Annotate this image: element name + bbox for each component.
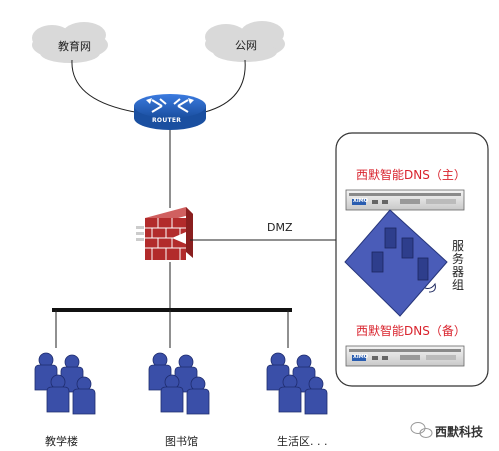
firewall-icon: [136, 207, 193, 260]
client-label-teaching-building: 教学楼: [45, 435, 78, 448]
backup-dns-device-icon: [345, 345, 465, 367]
cloud-public-network: [205, 21, 285, 62]
server-group-char: 务: [451, 252, 464, 266]
server-room-icon: [344, 209, 448, 317]
backup-device-brand: XIMO: [353, 354, 368, 360]
users-teaching-building-icon: [34, 352, 96, 415]
link-education-router: [71, 59, 136, 113]
primary-dns-device-icon: [345, 189, 465, 211]
users-living-area-icon: [266, 352, 328, 415]
router-icon: [134, 94, 206, 130]
watermark-text: 西默科技: [435, 425, 484, 439]
server-group-char: 服: [451, 239, 464, 253]
client-label-library: 图书馆: [165, 435, 198, 448]
cloud-education-network: [32, 22, 108, 63]
wechat-icon: [410, 422, 433, 438]
primary-device-brand: XIMO: [353, 198, 368, 204]
cloud-public-label: 公网: [235, 39, 257, 52]
server-group-char: 组: [451, 278, 464, 292]
dmz-label: DMZ: [267, 221, 293, 234]
server-group-vertical-label: 服 务 器 组: [451, 240, 465, 292]
primary-dns-label: 西默智能DNS（主）: [356, 168, 466, 182]
users-library-icon: [148, 352, 210, 415]
server-group-char: 器: [451, 265, 464, 279]
link-public-router: [204, 59, 246, 113]
client-label-living-area: 生活区. . .: [277, 435, 328, 448]
router-label: ROUTER: [152, 117, 182, 124]
cloud-education-label: 教育网: [58, 40, 91, 53]
backup-dns-label: 西默智能DNS（备）: [356, 324, 466, 338]
